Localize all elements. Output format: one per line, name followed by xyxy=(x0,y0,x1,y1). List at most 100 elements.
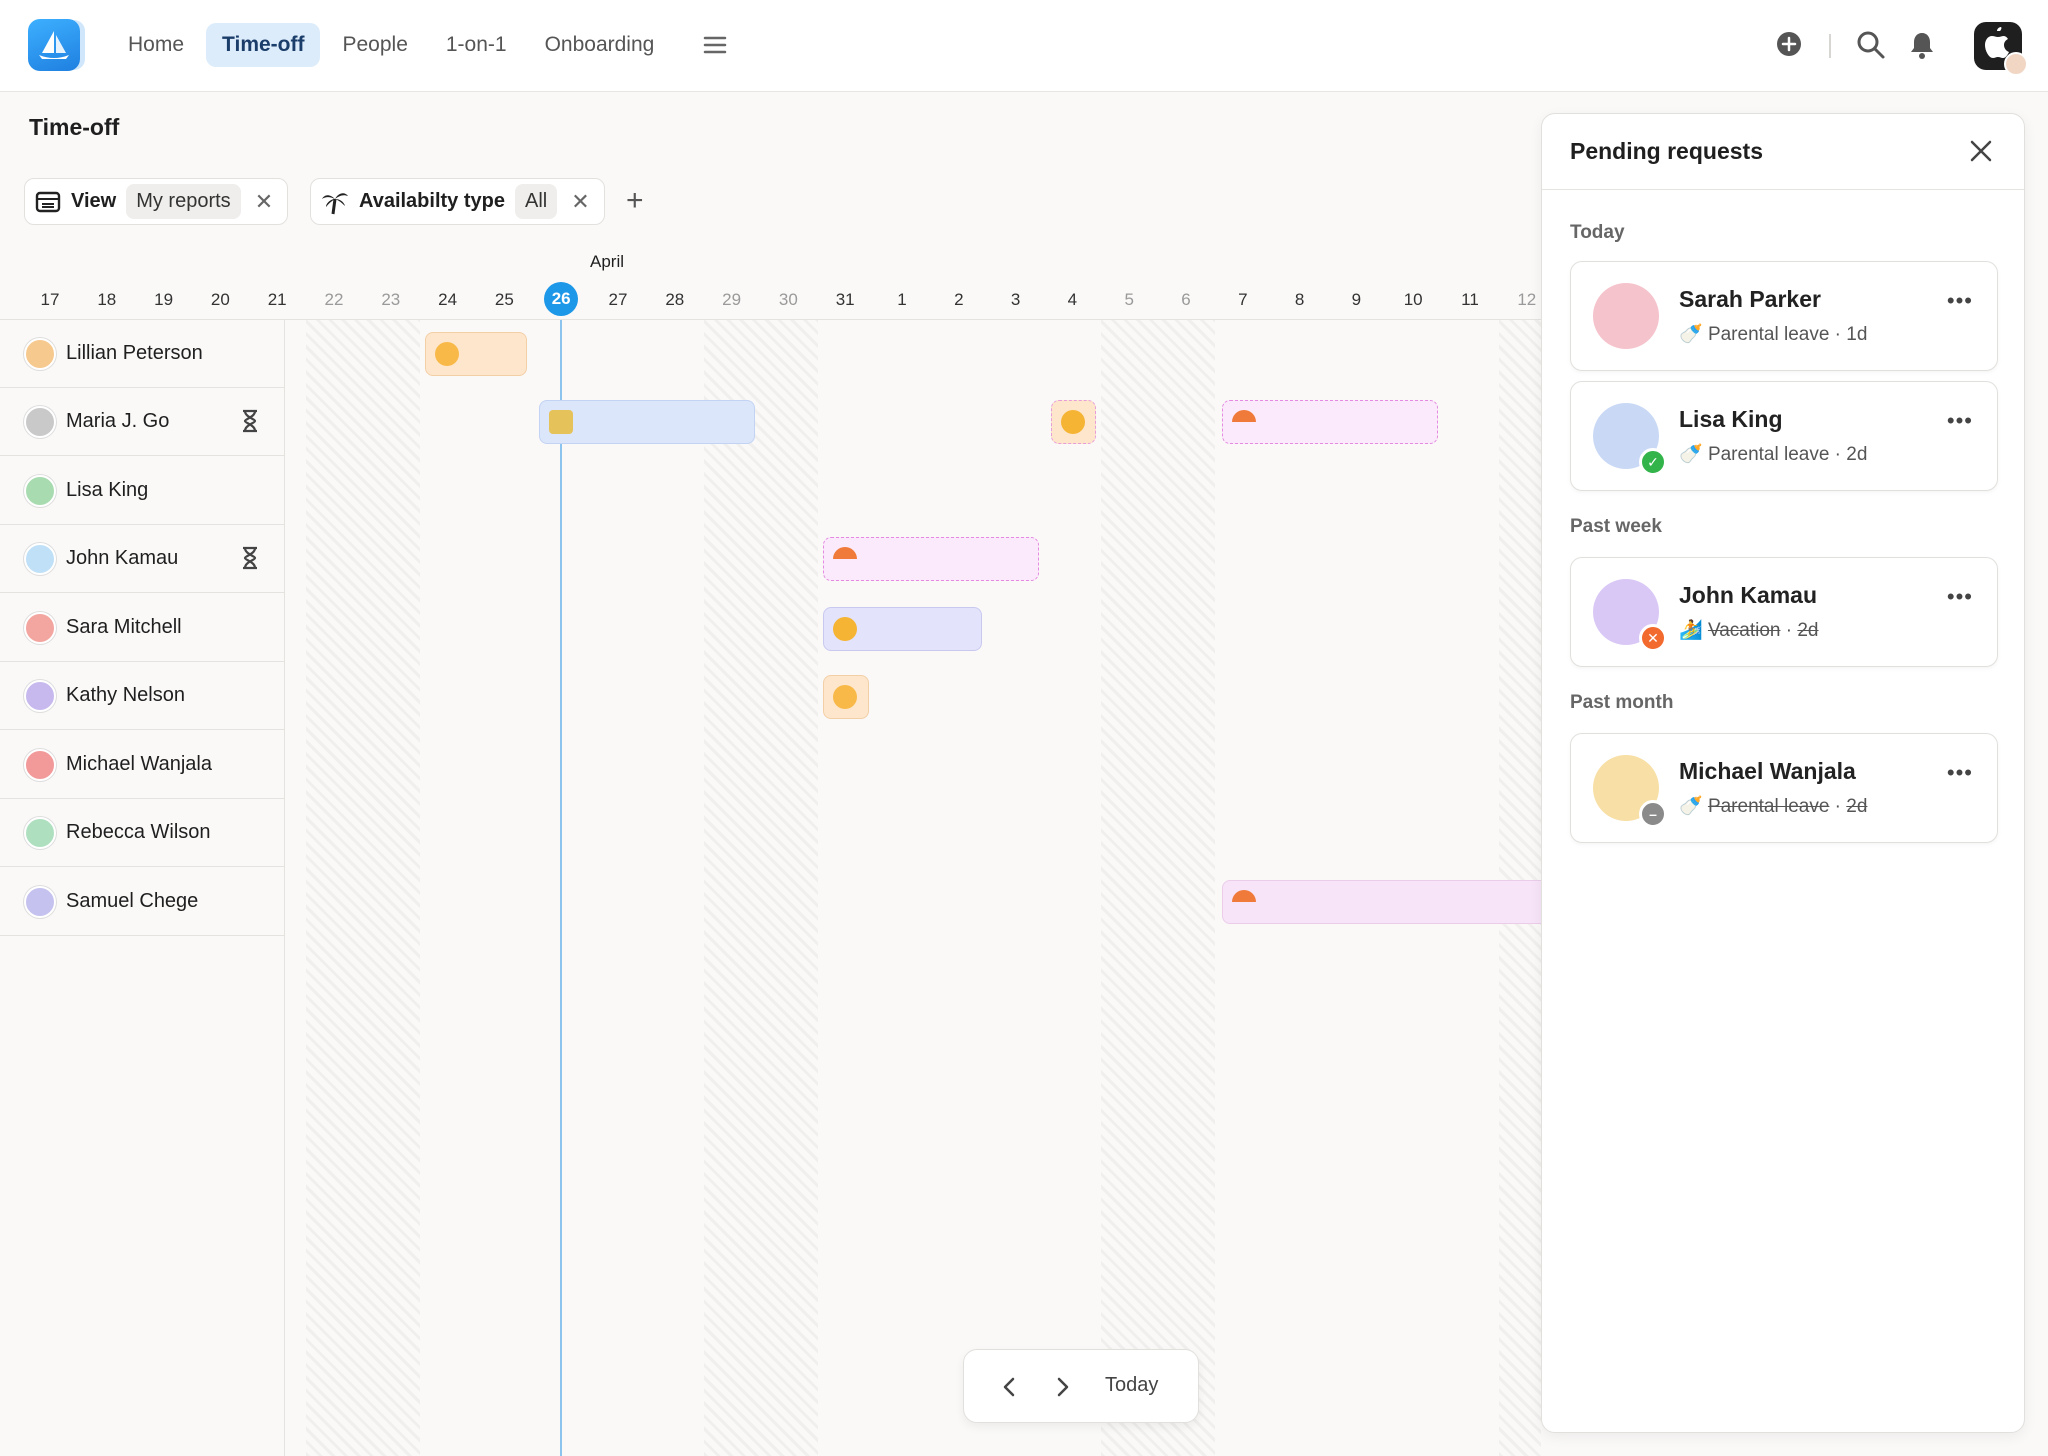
chevron-left-icon[interactable] xyxy=(1000,1376,1020,1403)
bell-icon[interactable] xyxy=(1908,30,1936,65)
request-card[interactable]: – Michael Wanjala 🍼 Parental leave · 2d … xyxy=(1570,733,1998,843)
request-card[interactable]: ✓ Lisa King 🍼 Parental leave · 2d ••• xyxy=(1570,381,1998,491)
page-title: Time-off xyxy=(29,114,120,140)
avatar xyxy=(24,679,56,712)
view-filter-chip[interactable]: View My reports ✕ xyxy=(24,178,289,225)
time-off-bar-pending-vacation[interactable] xyxy=(823,537,1039,581)
time-off-bar-sick[interactable] xyxy=(425,332,527,376)
nav-onboarding[interactable]: Onboarding xyxy=(544,33,655,56)
time-off-bar-parental[interactable] xyxy=(539,400,755,444)
availability-filter-label: Availabilty type xyxy=(359,190,505,212)
umbrella-beach-icon xyxy=(833,547,857,571)
request-name: Michael Wanjala xyxy=(1679,758,1856,784)
palm-tree-icon xyxy=(322,192,348,214)
list-view-icon xyxy=(35,191,61,212)
nav-time-off[interactable]: Time-off xyxy=(206,23,321,67)
request-type: Parental leave xyxy=(1707,324,1830,345)
time-off-bar-sick[interactable] xyxy=(823,675,869,719)
baby-emoji-icon xyxy=(1061,410,1085,434)
time-off-bar-vacation[interactable] xyxy=(1222,880,1541,924)
person-name: Lisa King xyxy=(66,479,149,501)
timeline-grid xyxy=(0,320,1541,1456)
add-filter-icon[interactable]: + xyxy=(626,184,644,217)
request-name: Sarah Parker xyxy=(1679,286,1821,312)
declined-x-icon: ✕ xyxy=(1639,624,1667,652)
more-options-icon[interactable]: ••• xyxy=(1946,288,1973,313)
person-row[interactable]: Rebecca Wilson xyxy=(0,799,285,867)
day-label: 20 xyxy=(210,290,230,309)
time-off-bar-pending-child[interactable] xyxy=(1051,400,1096,444)
sailboat-icon xyxy=(39,31,69,59)
sick-emoji-icon xyxy=(833,685,857,709)
remove-availability-filter-icon[interactable]: ✕ xyxy=(571,188,590,214)
availability-filter-chip[interactable]: Availabilty type All ✕ xyxy=(310,178,605,225)
more-options-icon[interactable]: ••• xyxy=(1946,584,1973,609)
avatar xyxy=(24,748,56,781)
avatar xyxy=(24,405,56,438)
nav-home[interactable]: Home xyxy=(128,33,185,56)
chevron-right-icon[interactable] xyxy=(1052,1376,1072,1403)
close-icon[interactable] xyxy=(1968,138,1994,169)
day-label: 29 xyxy=(722,290,742,309)
availability-filter-value[interactable]: All xyxy=(514,184,558,219)
person-row[interactable]: Lisa King xyxy=(0,457,285,525)
pending-requests-panel: Pending requests Today Sarah Parker 🍼 Pa… xyxy=(1541,113,2025,1433)
person-name: Lillian Peterson xyxy=(66,342,203,364)
person-row[interactable]: Michael Wanjala xyxy=(0,731,285,799)
request-card[interactable]: ✕ John Kamau 🏄 Vacation · 2d ••• xyxy=(1570,557,1998,667)
user-mini-avatar xyxy=(2004,52,2028,76)
menu-icon[interactable] xyxy=(702,32,728,63)
more-options-icon[interactable]: ••• xyxy=(1946,760,1973,785)
day-label: 23 xyxy=(381,290,401,309)
person-name: John Kamau xyxy=(66,547,179,569)
person-name: Rebecca Wilson xyxy=(66,821,211,843)
app-logo[interactable] xyxy=(28,19,80,71)
user-account-avatar[interactable] xyxy=(1974,22,2028,76)
day-label: 3 xyxy=(1010,290,1021,309)
nav-one-on-one[interactable]: 1-on-1 xyxy=(445,33,507,56)
divider xyxy=(1829,34,1831,58)
day-label: 11 xyxy=(1461,290,1479,309)
add-circle-icon[interactable] xyxy=(1775,30,1803,63)
avatar xyxy=(24,542,56,575)
day-label: 25 xyxy=(494,290,514,309)
baby-emoji-icon xyxy=(833,617,857,641)
request-age: 2d xyxy=(1797,620,1819,641)
person-row[interactable]: Samuel Chege xyxy=(0,868,285,936)
avatar xyxy=(24,474,56,507)
day-label: 1 xyxy=(897,290,907,309)
weekend-band xyxy=(1101,320,1215,1456)
search-icon[interactable] xyxy=(1856,30,1886,65)
time-off-bar-child[interactable] xyxy=(823,607,982,651)
request-summary: 🍼 Parental leave · 1d xyxy=(1679,324,1868,345)
person-row[interactable]: Maria J. Go xyxy=(0,388,285,456)
view-filter-value[interactable]: My reports xyxy=(126,184,241,219)
day-label: 21 xyxy=(267,290,287,309)
family-emoji-icon xyxy=(549,410,573,434)
today-button[interactable]: Today xyxy=(1105,1374,1159,1396)
day-label: 17 xyxy=(40,290,60,309)
more-options-icon[interactable]: ••• xyxy=(1946,408,1973,433)
nav-people[interactable]: People xyxy=(342,33,408,56)
time-off-bar-pending-vacation[interactable] xyxy=(1222,400,1438,444)
request-card[interactable]: Sarah Parker 🍼 Parental leave · 1d ••• xyxy=(1570,261,1998,371)
person-row[interactable]: John Kamau xyxy=(0,525,285,593)
hourglass-icon xyxy=(241,546,259,575)
day-label: 5 xyxy=(1124,290,1134,309)
month-label: April xyxy=(590,252,625,271)
day-label: 18 xyxy=(97,290,117,309)
cancelled-minus-icon: – xyxy=(1639,800,1667,828)
avatar xyxy=(24,885,56,918)
request-summary: 🍼 Parental leave · 2d xyxy=(1679,796,1868,817)
hourglass-icon xyxy=(241,409,259,438)
person-row[interactable]: Lillian Peterson xyxy=(0,320,285,388)
remove-view-filter-icon[interactable]: ✕ xyxy=(254,188,274,214)
avatar xyxy=(1593,283,1659,349)
person-row[interactable]: Sara Mitchell xyxy=(0,594,285,662)
today-line xyxy=(560,320,562,1456)
avatar xyxy=(24,337,56,370)
person-row[interactable]: Kathy Nelson xyxy=(0,662,285,730)
day-label: 24 xyxy=(438,290,458,309)
person-name: Maria J. Go xyxy=(66,410,170,432)
